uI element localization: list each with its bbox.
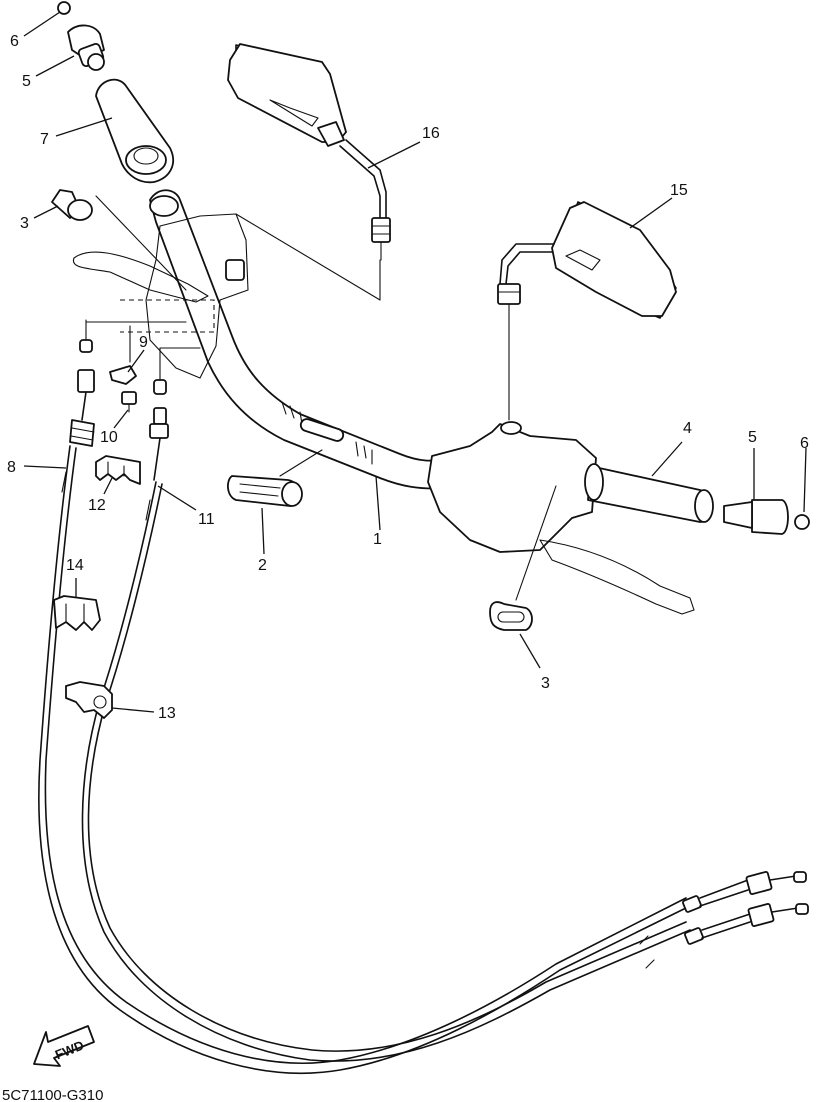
right-grip-end [723, 499, 810, 535]
screw-10 [121, 391, 137, 413]
callout-2: 2 [258, 557, 267, 574]
callout-16: 16 [422, 125, 440, 142]
callout-12: 12 [88, 497, 106, 514]
callout-14: 14 [66, 557, 84, 574]
callout-4: 4 [683, 420, 692, 437]
callout-9: 9 [139, 334, 148, 351]
clamp-12 [95, 455, 141, 485]
callout-6-left: 6 [10, 33, 19, 50]
callout-15: 15 [670, 182, 688, 199]
cable-ends-carburetor [682, 871, 809, 945]
callout-3-right: 3 [541, 675, 550, 692]
clamp-14 [53, 595, 101, 631]
right-mirror [497, 201, 677, 321]
left-grip-end [57, 1, 105, 71]
fwd-arrow-icon: FWD [33, 1025, 95, 1067]
diagram-code: 5C71100-G310 [2, 1087, 103, 1102]
callout-3-left: 3 [20, 215, 29, 232]
plate-9 [109, 365, 137, 385]
clamp-13 [65, 681, 113, 719]
clip-3-left [51, 189, 93, 221]
callout-5-left: 5 [22, 73, 31, 90]
right-switch-housing [427, 421, 695, 615]
left-mirror [227, 43, 391, 261]
cable-end-right [149, 347, 169, 439]
cable-end-left [69, 327, 95, 447]
grommet-2 [227, 475, 303, 507]
left-switch-housing [72, 213, 249, 379]
throttle-cables [38, 391, 691, 1075]
reference-lines [85, 195, 557, 601]
callout-10: 10 [100, 429, 118, 446]
callout-7: 7 [40, 131, 49, 148]
callout-5-right: 5 [748, 429, 757, 446]
callout-13: 13 [158, 705, 176, 722]
callout-labels: 1 2 3 3 4 5 5 6 6 7 8 9 10 11 12 13 14 1… [7, 33, 809, 722]
left-grip [95, 78, 175, 184]
callout-leaders [23, 11, 807, 713]
callout-11: 11 [198, 511, 215, 528]
clip-3-right [489, 601, 533, 631]
callout-1: 1 [373, 531, 382, 548]
callout-8: 8 [7, 459, 16, 476]
callout-6-right: 6 [800, 435, 809, 452]
right-grip [584, 463, 714, 523]
